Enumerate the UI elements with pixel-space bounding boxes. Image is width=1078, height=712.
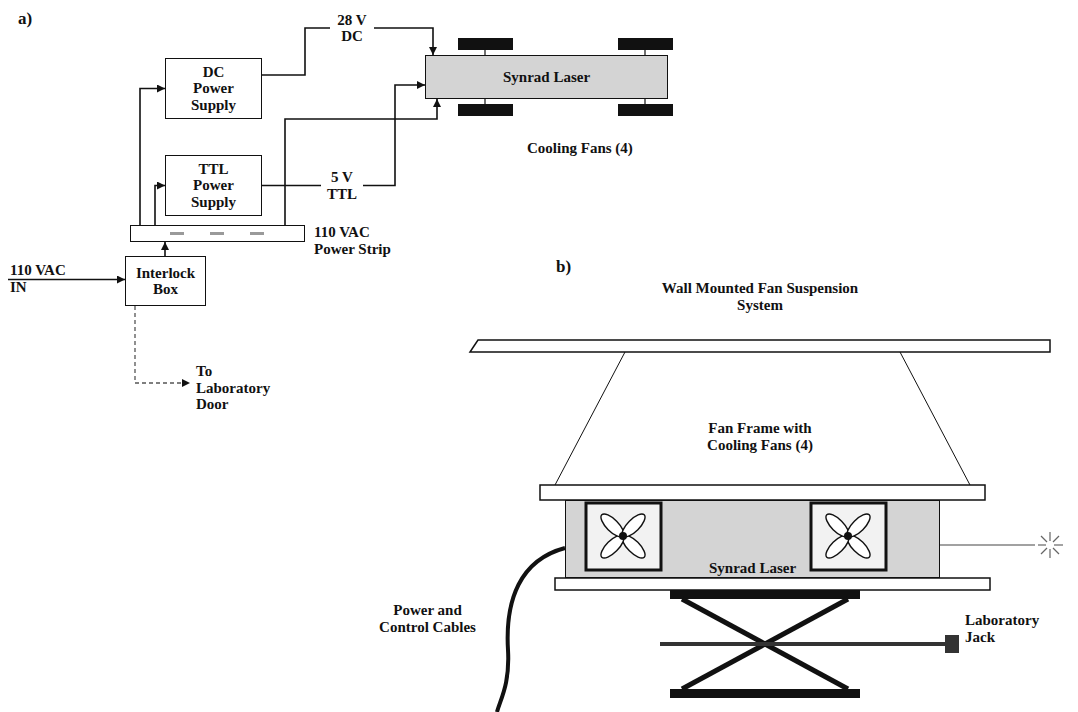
fan-blade	[823, 511, 853, 541]
part-label: a)	[18, 10, 32, 29]
power-strip: 110 VAC Power Strip	[130, 225, 305, 242]
fan-housing	[811, 503, 886, 570]
edge-label: 5 V TTL	[321, 169, 363, 202]
fan-blade	[844, 511, 874, 541]
part-label: b)	[556, 258, 571, 277]
part-label: Cooling Fans (4)	[527, 140, 633, 157]
suspension-line	[555, 352, 625, 485]
fan-symbol	[618, 104, 673, 116]
node-text: TTL Power Supply	[183, 161, 245, 211]
fan-housing	[586, 503, 661, 570]
burst-ray	[1049, 549, 1050, 558]
socket-symbol	[170, 232, 184, 235]
fan-symbol	[458, 38, 513, 50]
fan-blade	[823, 532, 853, 562]
wire-arrow	[155, 186, 165, 226]
node-text: Synrad Laser	[566, 560, 939, 577]
burst-ray	[1053, 548, 1059, 554]
burst-ray	[1049, 532, 1050, 541]
burst-ray	[1038, 544, 1046, 545]
laser-body: Synrad Laser	[565, 500, 940, 578]
input-label: 110 VAC IN	[10, 262, 80, 295]
node-text: 110 VAC Power Strip	[314, 224, 409, 257]
jack-knob	[945, 635, 959, 653]
wires	[140, 28, 437, 256]
fan-frame	[540, 485, 985, 500]
fan-symbol	[618, 38, 673, 50]
fan-blade	[619, 511, 649, 541]
node-text: Interlock Box	[131, 265, 201, 298]
burst-ray	[1054, 544, 1063, 545]
jack-screw	[660, 642, 945, 646]
jack-top-plate	[670, 590, 860, 599]
power-control-cable	[497, 548, 565, 712]
fan-blade	[598, 511, 628, 541]
part-label: Laboratory Jack	[965, 612, 1050, 645]
laboratory-jack	[660, 590, 959, 698]
power-supply-box: DC Power Supply	[165, 58, 262, 119]
jack-bottom-plate	[670, 689, 860, 698]
power-supply-box: TTL Power Supply	[165, 155, 262, 216]
wire-arrow	[285, 99, 437, 225]
fan-symbol	[458, 104, 513, 116]
burst-ray	[1041, 548, 1047, 554]
part-label: Wall Mounted Fan Suspension System	[660, 280, 860, 313]
fan-hub	[844, 532, 852, 540]
fan-blade	[844, 532, 874, 562]
laser-beam	[940, 544, 1035, 545]
strip-sockets	[170, 232, 264, 235]
part-label: Power and Control Cables	[370, 602, 485, 635]
part-label: Fan Frame with Cooling Fans (4)	[690, 420, 830, 453]
laser-box: Synrad Laser	[425, 55, 668, 99]
fan-hub	[619, 532, 627, 540]
interlock-box: Interlock Box	[125, 256, 206, 306]
node-text: Synrad Laser	[503, 69, 590, 86]
base-plate	[555, 578, 990, 590]
beam-starburst	[1038, 532, 1063, 558]
door-interlock-line	[135, 306, 190, 383]
wire-arrow	[140, 89, 165, 226]
burst-ray	[1053, 536, 1059, 542]
note-label: To Laboratory Door	[196, 363, 282, 413]
fan-blade	[598, 532, 628, 562]
wall-mount-bar	[470, 340, 1050, 352]
fan-blade	[619, 532, 649, 562]
node-text: DC Power Supply	[183, 64, 245, 114]
burst-ray	[1041, 536, 1047, 542]
suspension-line	[900, 352, 970, 485]
edge-label: 28 V DC	[330, 12, 374, 45]
socket-symbol	[250, 232, 264, 235]
socket-symbol	[210, 232, 224, 235]
wire-arrow	[164, 242, 166, 256]
